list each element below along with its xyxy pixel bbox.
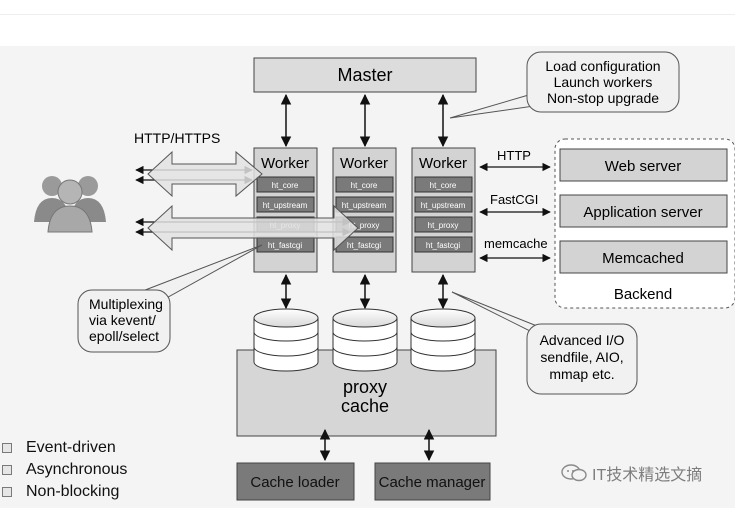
legend-item: Asynchronous <box>2 459 127 481</box>
io-note-line-1: Advanced I/O <box>540 332 625 348</box>
backend-web-server <box>559 148 728 182</box>
master-box <box>253 57 477 93</box>
master-note-line-3: Non-stop upgrade <box>547 90 659 106</box>
legend-label: Non-blocking <box>26 483 120 500</box>
worker-3: Worker ht_core ht_upstream ht_proxy ht_f… <box>411 147 476 273</box>
fastcgi-label: FastCGI <box>490 192 538 207</box>
worker-3-module-proxy: ht_proxy <box>428 221 459 230</box>
backend-memcached-label: Memcached <box>602 250 684 267</box>
disk-1-icon <box>253 308 319 372</box>
cache-loader-label: Cache loader <box>250 474 339 491</box>
worker-3-module-fastcgi: ht_fastcgi <box>426 241 460 250</box>
legend-box-icon <box>2 465 12 475</box>
legend-label: Event-driven <box>26 439 116 456</box>
worker-2-module-core: ht_core <box>351 181 378 190</box>
multiplexing-note-line-2: via kevent/ <box>89 312 156 328</box>
master-note-line-2: Launch workers <box>554 74 653 90</box>
multiplexing-note-line-3: epoll/select <box>89 328 159 344</box>
master-label: Master <box>337 65 392 85</box>
client-big-arrow-1 <box>147 150 263 198</box>
worker-3-module-upstream: ht_upstream <box>421 201 466 210</box>
legend: Event-driven Asynchronous Non-blocking <box>2 437 127 503</box>
multiplexing-note <box>77 289 171 353</box>
legend-item: Event-driven <box>2 437 127 459</box>
backend-memcached <box>559 240 728 274</box>
wechat-icon <box>561 464 587 482</box>
master-note-line-1: Load configuration <box>545 58 660 74</box>
worker-1-title: Worker <box>261 155 309 172</box>
worker-2: Worker ht_core ht_upstream ht_proxy ht_f… <box>332 147 397 273</box>
legend-box-icon <box>2 443 12 453</box>
io-note-line-3: mmap etc. <box>549 366 614 382</box>
legend-box-icon <box>2 487 12 497</box>
disk-3-icon <box>410 308 476 372</box>
worker-3-module-core: ht_core <box>430 181 457 190</box>
worker-2-module-proxy: ht_proxy <box>349 221 380 230</box>
backend-application-server-label: Application server <box>583 204 702 221</box>
worker-1-module-upstream: ht_upstream <box>263 201 308 210</box>
worker-2-module-fastcgi: ht_fastcgi <box>347 241 381 250</box>
worker-2-title: Worker <box>340 155 388 172</box>
multiplexing-note-line-1: Multiplexing <box>89 296 163 312</box>
client-big-arrow-2 <box>147 204 359 252</box>
legend-label: Asynchronous <box>26 461 128 478</box>
legend-item: Non-blocking <box>2 481 127 503</box>
disk-2-icon <box>332 308 398 372</box>
memcache-label: memcache <box>484 236 548 251</box>
worker-1-module-fastcgi: ht_fastcgi <box>268 241 302 250</box>
cache-manager-box <box>374 462 491 501</box>
client-protocol-label: HTTP/HTTPS <box>134 130 220 146</box>
watermark: IT技术精选文摘 <box>560 461 702 485</box>
worker-1: Worker ht_core ht_upstream ht_proxy ht_f… <box>253 147 318 273</box>
cache-loader-box <box>236 462 355 501</box>
http-label: HTTP <box>497 148 531 163</box>
cache-manager-label: Cache manager <box>379 474 486 491</box>
backend-web-server-label: Web server <box>605 158 681 175</box>
master-note <box>526 51 680 113</box>
worker-2-module-upstream: ht_upstream <box>342 201 387 210</box>
backend-application-server <box>559 194 728 228</box>
watermark-text: IT技术精选文摘 <box>592 467 703 484</box>
worker-3-title: Worker <box>419 155 467 172</box>
backend-label: Backend <box>614 286 672 303</box>
proxy-cache-label-line-2: cache <box>341 396 389 416</box>
worker-1-module-core: ht_core <box>272 181 299 190</box>
io-note-line-2: sendfile, AIO, <box>540 349 623 365</box>
top-divider <box>0 14 735 15</box>
users-icon <box>34 176 106 233</box>
io-note <box>526 323 638 395</box>
proxy-cache-label-line-1: proxy <box>343 377 387 397</box>
